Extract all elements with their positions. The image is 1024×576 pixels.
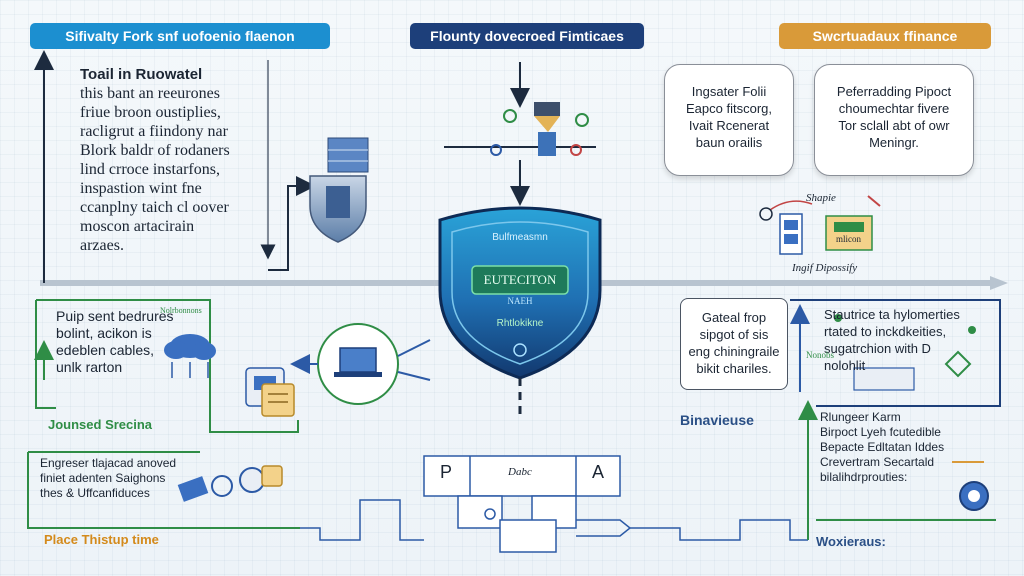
bottom-left-label: Place Thistup time [44, 532, 159, 547]
shield-badge-text: EUTECITON [483, 272, 557, 287]
flow-box-top [423, 455, 621, 497]
mid-right-side-text: Nonobs [806, 350, 835, 360]
speech-bubble-right: Peferradding Pipoct choumechtar fivere T… [814, 64, 974, 176]
mid-right-label: Binavieuse [680, 412, 754, 428]
shield-sub-text: NAEH [507, 296, 533, 306]
flow-cell-p: P [440, 462, 453, 482]
top-left-body: this bant an reeurones friue broon ousti… [80, 85, 230, 254]
shield-top-text: Bulfmeasmn [492, 232, 548, 243]
header-right-title: Swcrtuadaux ffinance [779, 23, 991, 49]
header-left-title: Sifivalty Fork snf uofoenio flaenon [30, 23, 330, 49]
header-center-title: Flounty dovecroed Fimticaes [410, 23, 644, 49]
bottom-left-body: Engreser tlajacad anoved finiet adenten … [40, 456, 177, 500]
top-left-heading: Toail in Ruowatel [80, 66, 203, 83]
tool-label: Ingif Dipossify [792, 262, 858, 274]
flow-cell-mid: Dabc [508, 466, 532, 478]
bank-label: mlicon [836, 234, 861, 244]
bottom-right-body: Rlungeer Karm Birpoct Lyeh fcutedible Be… [820, 410, 945, 484]
mid-left-body: Puip sent bedrures bolint, acikon is ede… [56, 308, 174, 375]
shield-badge [471, 265, 569, 295]
mid-right-box: Gateal frop sipgot of sis eng chiningrai… [680, 298, 788, 390]
bottom-right-label: Woxieraus: [816, 534, 886, 549]
mid-left-label: Jounsed Srecina [48, 417, 153, 432]
mid-left-side-text: Nolrbonnons [160, 306, 202, 315]
sketch-label: Shapie [806, 192, 836, 204]
flow-cell-a: A [592, 462, 605, 482]
shield-bottom-text: Rhtlokikne [496, 318, 544, 329]
mid-right-body: Stautrice ta hylomerties rtated to inckd… [824, 307, 960, 373]
speech-bubble-left: Ingsater Folii Eapco fitscorg, Ivait Rce… [664, 64, 794, 176]
